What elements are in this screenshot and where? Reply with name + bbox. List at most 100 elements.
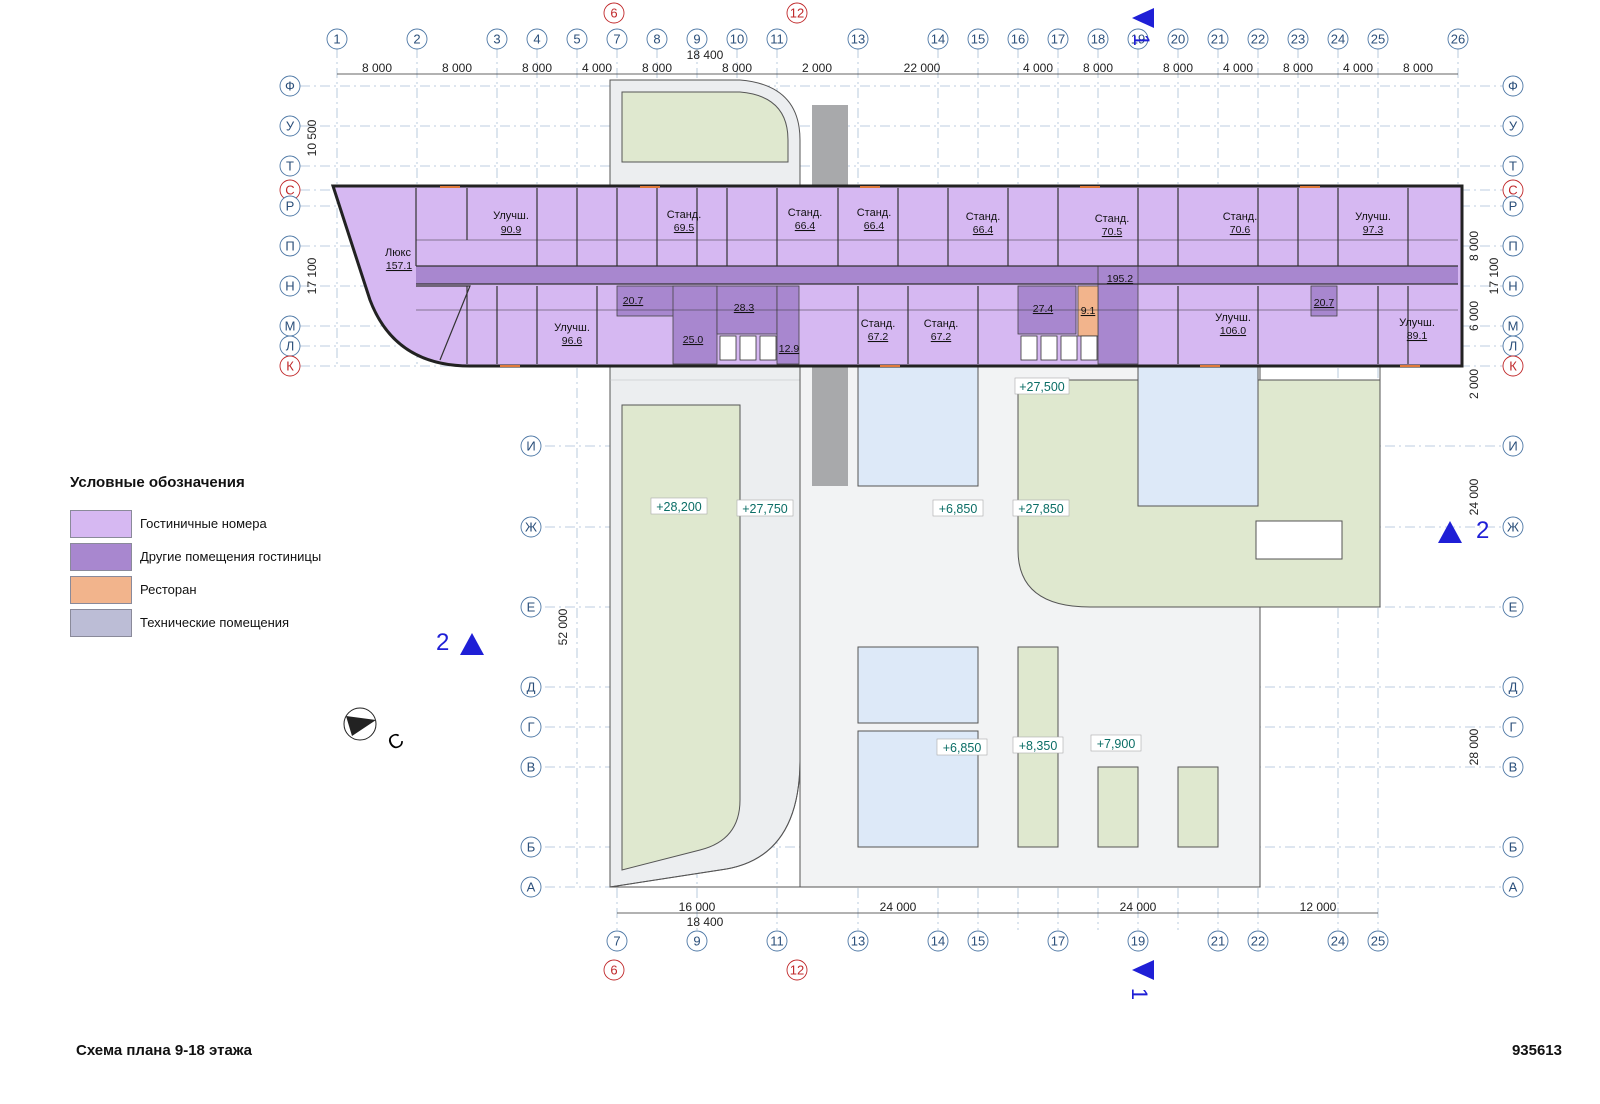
room-area: 96.6 (562, 335, 583, 347)
axis-column-label: 3 (493, 32, 500, 47)
elevation-mark: +27,850 (1018, 502, 1064, 516)
axis-column-label: 11 (770, 934, 784, 949)
elevation-mark: +8,350 (1019, 739, 1058, 753)
section-arrow-icon (1132, 8, 1154, 28)
axis-column-red-label: 12 (790, 963, 804, 978)
section-arrow-icon (460, 633, 484, 655)
dims-left: 10 500 17 100 52 000 (305, 119, 570, 645)
axis-row-bubble (279, 115, 301, 137)
axis-column-label: 7 (613, 32, 620, 47)
axis-row-bubble (520, 756, 542, 778)
dimension: 8 000 (1163, 61, 1193, 75)
axis-column-bubble (1327, 930, 1349, 952)
axis-row-label: Д (1509, 680, 1518, 695)
section-arrow-icon (1438, 521, 1462, 543)
axis-row-label: Ф (285, 79, 295, 94)
axis-column-label: 5 (573, 32, 580, 47)
room-name: Станд. (924, 318, 959, 330)
axis-row-label: К (1509, 359, 1517, 374)
dims-top: 8 000 8 000 8 000 4 000 8 000 8 000 2 00… (337, 48, 1458, 75)
room-area: 20.7 (623, 295, 644, 307)
dimension: 18 400 (687, 48, 724, 62)
room-area: 97.3 (1363, 224, 1384, 236)
section-label: 1 (1129, 34, 1154, 46)
dimension: 28 000 (1467, 728, 1481, 765)
axis-column-label: 18 (1091, 32, 1105, 47)
section-marks: 1 2 2 1 (436, 8, 1489, 1000)
room-area: 157.1 (386, 260, 412, 272)
axis-column-label: 13 (851, 32, 865, 47)
axis-column-label: 10 (730, 32, 744, 47)
axis-row-bubble (1502, 435, 1524, 457)
dimension: 18 400 (687, 915, 724, 929)
axis-row-label: Е (1509, 600, 1518, 615)
axis-row-label: Ж (1507, 520, 1519, 535)
axis-column-bubble (726, 28, 748, 50)
elevation-tags: +27,500 +28,200 +27,750 +6,850 +27,850 +… (650, 377, 1142, 756)
axis-column-bubble (1087, 28, 1109, 50)
dimension: 17 100 (1487, 257, 1501, 294)
axis-column-red-label: 6 (610, 963, 617, 978)
axis-row-bubble (520, 516, 542, 538)
dimension: 8 000 (1283, 61, 1313, 75)
room-name: Улучш. (1399, 317, 1435, 329)
elevation-mark: +6,850 (939, 502, 978, 516)
shaft-bottom (812, 366, 848, 486)
axis-row-bubble (279, 235, 301, 257)
axis-column-bubble (967, 930, 989, 952)
dimension: 4 000 (1223, 61, 1253, 75)
room-labels-bottom: Люкс 157.1 Улучш. 96.6 Станд. 67.2 Станд… (385, 247, 1435, 347)
dimension: 4 000 (1343, 61, 1373, 75)
axis-column-label: 22 (1251, 934, 1265, 949)
dimension: 4 000 (1023, 61, 1053, 75)
axis-column-label: 2 (413, 32, 420, 47)
room-area: 70.5 (1102, 226, 1123, 238)
axis-column-bubble (847, 28, 869, 50)
axis-row-label: П (285, 239, 294, 254)
room-area: 70.6 (1230, 224, 1251, 236)
axis-column-bubble (1367, 930, 1389, 952)
dimension: 8 000 (362, 61, 392, 75)
axis-column-label: 11 (770, 32, 784, 47)
axis-column-label: 24 (1331, 32, 1345, 47)
dimension: 24 000 (1120, 900, 1157, 914)
legend-label: Ресторан (140, 582, 197, 597)
axis-row-bubble (279, 275, 301, 297)
room-name: Станд. (667, 209, 702, 221)
dims-bottom: 16 000 24 000 24 000 12 000 18 400 (617, 900, 1378, 929)
room-area: 106.0 (1220, 325, 1246, 337)
axis-row-bubble (520, 716, 542, 738)
dims-right: 8 000 6 000 17 100 2 000 24 000 28 000 (1467, 231, 1501, 766)
axis-column-bubble (1127, 28, 1149, 50)
hotel-floor (330, 184, 1464, 368)
elevation-mark: +7,900 (1097, 737, 1136, 751)
legend-swatch-hotel-rooms (70, 509, 132, 538)
axis-row-bubble (1502, 195, 1524, 217)
room-area: 9.1 (1081, 305, 1096, 317)
axis-row-bubble (1502, 596, 1524, 618)
room-area: 25.0 (683, 334, 704, 346)
legend-label: Другие помещения гостиницы (140, 549, 322, 564)
dimension: 8 000 (522, 61, 552, 75)
axis-column-bubble (1367, 28, 1389, 50)
axis-column-bubble (526, 28, 548, 50)
room-name: Станд. (1223, 211, 1258, 223)
axis-column-label: 22 (1251, 32, 1265, 47)
room-area: 67.2 (931, 331, 952, 343)
legend-swatch-other-rooms (70, 542, 132, 571)
axis-row-label: Н (285, 279, 294, 294)
dimension: 8 000 (442, 61, 472, 75)
axis-row-bubble (1502, 756, 1524, 778)
axis-column-bubble (486, 28, 508, 50)
axis-row-bubble (1502, 516, 1524, 538)
room-area: 90.9 (501, 224, 522, 236)
axis-column-label: 14 (931, 32, 945, 47)
axis-column-label: 9 (693, 32, 700, 47)
axis-row-label: П (1508, 239, 1517, 254)
room-name: Улучш. (554, 322, 590, 334)
axis-column-bubble (766, 930, 788, 952)
axis-row-label: М (285, 319, 296, 334)
elevation-mark: +27,500 (1019, 380, 1065, 394)
axis-row-bubble (520, 596, 542, 618)
